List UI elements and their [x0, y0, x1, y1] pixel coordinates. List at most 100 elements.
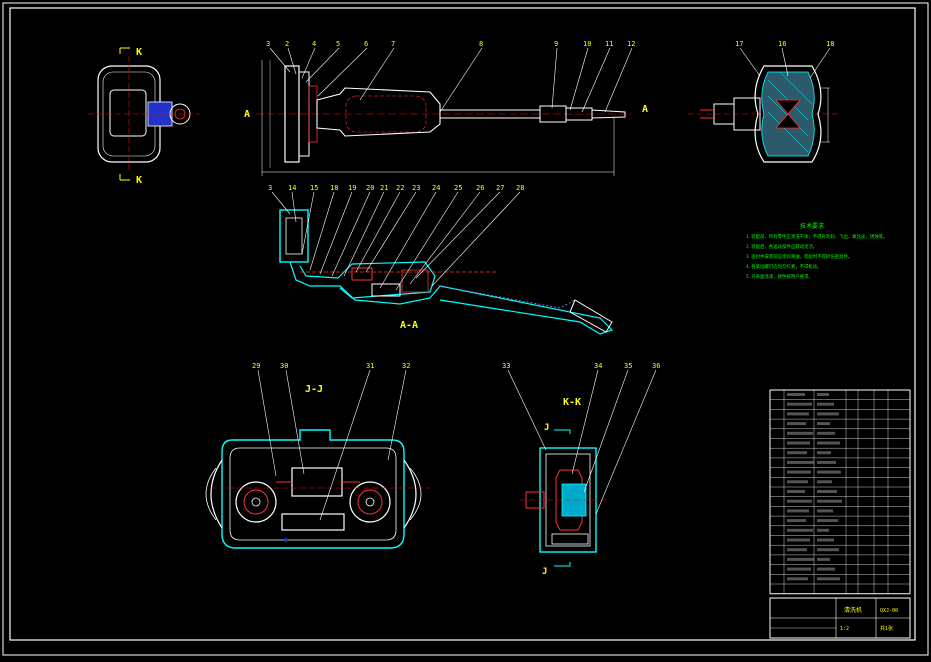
- label-aa: A-A: [400, 320, 418, 331]
- parts-row-mark: [817, 451, 831, 455]
- svg-text:28: 28: [516, 184, 524, 192]
- svg-text:34: 34: [594, 362, 602, 370]
- svg-text:18: 18: [330, 184, 338, 192]
- parts-row-mark: [817, 480, 832, 484]
- svg-text:22: 22: [396, 184, 404, 192]
- note-line-1: 1.装配前，所有零件应清洗干净，不得有毛刺、飞边、氧化皮、锈蚀等。: [746, 233, 887, 240]
- part-numbers-end: 17 16 18: [735, 40, 834, 48]
- part-numbers-aa: 3 14 15 18 19 20 21 22 23 24 25 26 27 28: [268, 184, 524, 192]
- label-jj: J-J: [305, 384, 323, 395]
- svg-text:10: 10: [583, 40, 591, 48]
- parts-row-mark: [787, 393, 805, 396]
- parts-row-mark: [787, 519, 806, 523]
- svg-text:29: 29: [252, 362, 260, 370]
- view-section-jj: J-J 29 30 31 32: [205, 362, 430, 549]
- technical-notes: 技术要求 1.装配前，所有零件应清洗干净，不得有毛刺、飞边、氧化皮、锈蚀等。 2…: [746, 222, 887, 280]
- parts-row-mark: [817, 499, 842, 503]
- svg-text:30: 30: [280, 362, 288, 370]
- view-section-kk: K-K J J 33 34 35 36: [502, 362, 660, 577]
- title-scale: 1:2: [840, 626, 849, 632]
- svg-text:21: 21: [380, 184, 388, 192]
- parts-row-mark: [817, 470, 841, 474]
- svg-text:36: 36: [652, 362, 660, 370]
- parts-row-mark: [787, 548, 807, 552]
- svg-text:12: 12: [627, 40, 635, 48]
- label-a-right: A: [642, 104, 648, 115]
- label-kk: K-K: [563, 397, 581, 408]
- note-line-3: 3.密封件安装前应涂润滑油，装配时不得损伤密封件。: [746, 253, 852, 260]
- svg-text:4: 4: [312, 40, 316, 48]
- parts-row-mark: [787, 509, 809, 513]
- label-k-top: K: [136, 47, 142, 58]
- parts-row-mark: [817, 460, 836, 464]
- svg-text:32: 32: [402, 362, 410, 370]
- parts-row-mark: [817, 402, 834, 406]
- parts-row-mark: [787, 431, 813, 435]
- parts-row-mark: [787, 441, 810, 445]
- svg-text:11: 11: [605, 40, 613, 48]
- title-block: 清洗机 QXJ-00 1:2 共1张: [769, 597, 911, 639]
- svg-text:20: 20: [366, 184, 374, 192]
- svg-text:23: 23: [412, 184, 420, 192]
- svg-text:17: 17: [735, 40, 743, 48]
- parts-row-mark: [787, 480, 808, 484]
- title-drawing-name: 清洗机: [844, 606, 862, 614]
- parts-row-mark: [787, 499, 812, 503]
- note-line-4: 4.各紧固螺钉应均匀拧紧，不得松动。: [746, 263, 822, 270]
- svg-text:19: 19: [348, 184, 356, 192]
- parts-row-mark: [787, 490, 805, 493]
- parts-row-mark: [817, 422, 830, 426]
- parts-row-mark: [817, 412, 839, 416]
- svg-text:9: 9: [554, 40, 558, 48]
- svg-text:24: 24: [432, 184, 440, 192]
- svg-text:33: 33: [502, 362, 510, 370]
- svg-text:16: 16: [778, 40, 786, 48]
- parts-row-mark: [817, 528, 829, 532]
- parts-row-mark: [817, 509, 833, 513]
- part-numbers-kk: 33 34 35 36: [502, 362, 660, 370]
- parts-row-mark: [817, 519, 838, 523]
- label-a-left: A: [244, 109, 250, 120]
- parts-row-mark: [787, 451, 807, 455]
- label-k-bottom: K: [136, 175, 142, 186]
- parts-row-mark: [817, 557, 830, 561]
- parts-row-mark: [817, 577, 840, 581]
- parts-row-mark: [817, 567, 835, 571]
- svg-text:35: 35: [624, 362, 632, 370]
- parts-row-mark: [817, 548, 839, 552]
- svg-text:3: 3: [266, 40, 270, 48]
- parts-list-table: [769, 389, 911, 595]
- parts-row-mark: [817, 431, 835, 435]
- parts-row-mark: [787, 422, 806, 426]
- svg-text:2: 2: [285, 40, 289, 48]
- view-side-main: A A: [244, 40, 648, 176]
- view-end: 17 16 18: [688, 40, 840, 163]
- note-line-5: 5.外表面涂漆，颜色按用户要求。: [746, 273, 813, 280]
- svg-text:27: 27: [496, 184, 504, 192]
- parts-row-mark: [787, 538, 810, 542]
- svg-text:15: 15: [310, 184, 318, 192]
- part-numbers-side: 3 2 4 5 6 7 8 9 10 11 12: [266, 40, 635, 48]
- parts-row-mark: [787, 528, 813, 532]
- parts-row-mark: [817, 490, 837, 493]
- label-j-top: J: [544, 423, 549, 433]
- title-sheet: 共1张: [880, 625, 893, 632]
- notes-title: 技术要求: [800, 222, 824, 230]
- view-k-elevation: K K: [88, 47, 200, 186]
- parts-row-mark: [787, 402, 812, 406]
- svg-text:3: 3: [268, 184, 272, 192]
- svg-text:26: 26: [476, 184, 484, 192]
- parts-row-mark: [787, 460, 814, 464]
- parts-row-mark: [817, 441, 840, 445]
- svg-text:6: 6: [364, 40, 368, 48]
- svg-text:8: 8: [479, 40, 483, 48]
- svg-text:7: 7: [391, 40, 395, 48]
- parts-row-mark: [787, 567, 811, 571]
- title-drawing-no: QXJ-00: [880, 608, 898, 614]
- svg-text:5: 5: [336, 40, 340, 48]
- svg-text:25: 25: [454, 184, 462, 192]
- handle-body: [316, 87, 441, 137]
- view-section-aa: A-A 3 14 15 1: [268, 184, 614, 335]
